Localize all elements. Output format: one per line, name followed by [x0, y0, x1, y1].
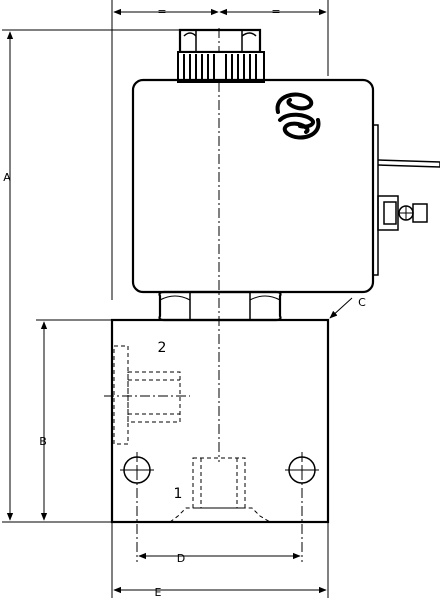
- port-1-label: 1: [174, 486, 183, 502]
- dimension-c: C: [329, 296, 366, 319]
- solenoid-coil: [131, 78, 440, 294]
- port-2-fitting: [104, 345, 190, 445]
- port-2-label: 2: [158, 340, 167, 356]
- mounting-hole-right: [285, 456, 319, 484]
- dimension-b-label: B: [39, 435, 47, 448]
- dimension-e: E: [111, 522, 329, 599]
- dimension-b: B: [36, 319, 112, 521]
- dimension-a: A: [2, 29, 180, 523]
- port-1-fitting: [169, 457, 271, 523]
- mounting-hole-left: [120, 456, 154, 484]
- dimension-d: D: [138, 552, 301, 565]
- equal-left-label: =: [157, 5, 166, 18]
- dimension-e-label: E: [155, 586, 162, 599]
- bottom-nut: [158, 290, 282, 322]
- top-equal-dimension: = =: [111, 0, 329, 300]
- terminal-screw: [377, 195, 428, 231]
- dimension-c-label: C: [358, 296, 366, 309]
- valve-body: 2 1: [104, 318, 330, 524]
- equal-right-label: =: [271, 5, 280, 18]
- top-nut: [177, 28, 265, 83]
- manufacturer-swirl-logo: [275, 92, 321, 140]
- dimension-d-label: D: [177, 552, 185, 565]
- dimension-a-label: A: [3, 171, 11, 184]
